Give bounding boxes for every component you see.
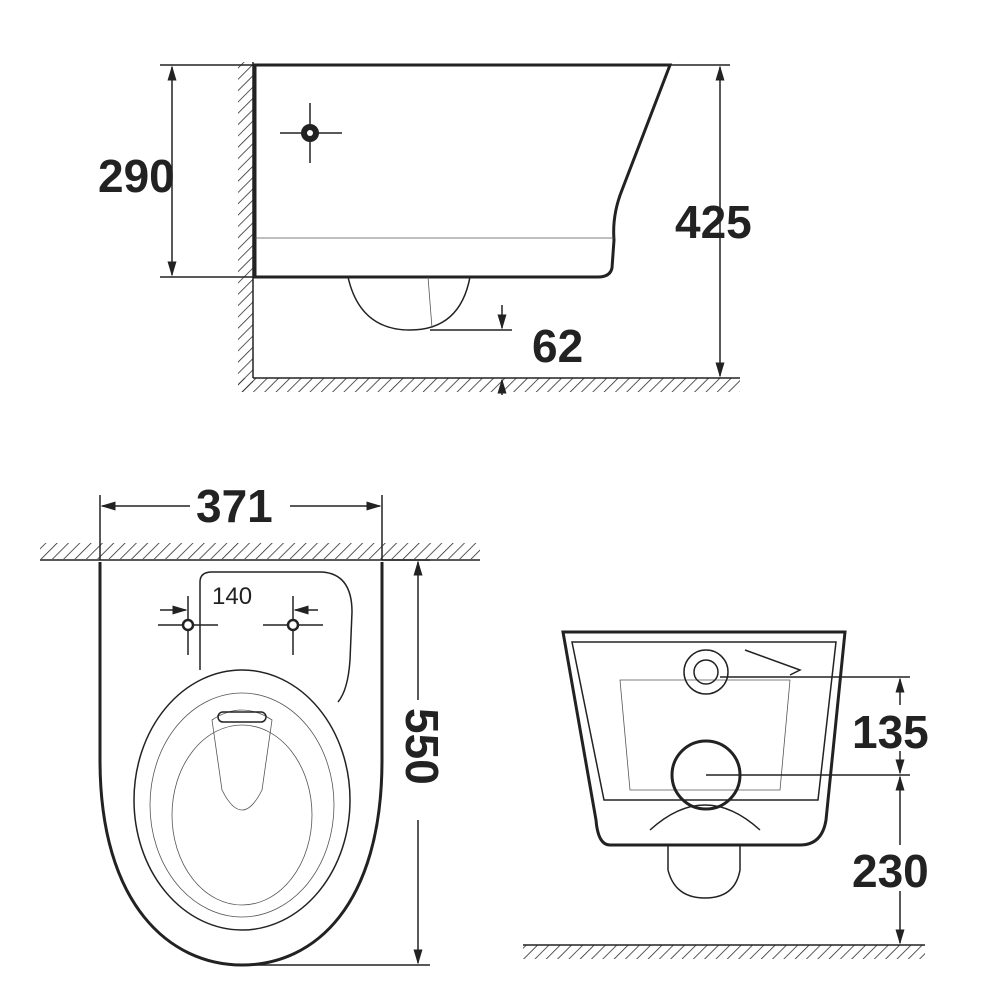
toilet-body-side <box>253 63 673 279</box>
fixing-hole-left-icon <box>181 618 195 632</box>
flush-hole-icon <box>280 103 342 163</box>
tank-cover <box>199 571 353 703</box>
outlet-bowl <box>347 276 471 331</box>
floor-hatch <box>238 378 740 392</box>
width-371-label: 371 <box>196 480 273 532</box>
outlet-62-label: 62 <box>532 320 583 372</box>
front-view: 135 230 <box>523 630 955 959</box>
top-view: 371 140 550 <box>40 480 480 967</box>
height-425-label: 425 <box>675 196 752 248</box>
wall-hatch-top <box>40 543 480 559</box>
height-290-label: 290 <box>98 150 175 202</box>
height-230-label: 230 <box>852 845 929 897</box>
fixing-hole-right-icon <box>286 618 300 632</box>
height-135-label: 135 <box>852 706 929 758</box>
hole-spacing-140-label: 140 <box>212 583 252 610</box>
wall-hatch <box>238 62 253 392</box>
seat-outline <box>133 669 351 931</box>
toilet-body-top <box>98 562 384 967</box>
side-view: 290 425 62 <box>98 62 752 395</box>
toilet-body-front <box>561 630 847 847</box>
outlet-front <box>667 845 741 899</box>
floor-hatch-front <box>523 945 925 959</box>
depth-550-label: 550 <box>396 708 448 785</box>
